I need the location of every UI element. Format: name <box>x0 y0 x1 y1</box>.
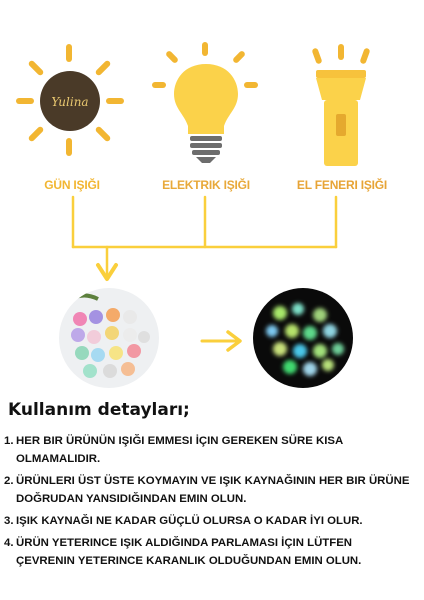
product-glow-dark-image <box>253 288 353 388</box>
step-text: IŞIK KAYNAĞI NE KADAR GÜÇLÜ OLURSA O KAD… <box>16 515 363 527</box>
step-number: 3. <box>4 515 14 527</box>
flashlight-icon <box>312 44 370 166</box>
usage-step: 1. HER BIR ÜRÜNÜN IŞIĞI EMMESI İÇIN GERE… <box>4 432 420 468</box>
label-gun-isigi: GÜN IŞIĞI <box>44 178 100 192</box>
arrow-right-icon <box>200 330 242 352</box>
step-number: 1. <box>4 435 14 447</box>
usage-step: 3. IŞIK KAYNAĞI NE KADAR GÜÇLÜ OLURSA O … <box>4 512 420 530</box>
step-text: DOĞRUDAN YANSIDIĞINDAN EMIN OLUN. <box>16 493 247 505</box>
step-text: OLMAMALIDIR. <box>16 453 101 465</box>
light-bulb-icon <box>152 42 258 163</box>
brand-logo: Yulina <box>51 95 88 109</box>
label-el-feneri-isigi: EL FENERI IŞIĞI <box>296 178 388 192</box>
step-text: HER BIR ÜRÜNÜN IŞIĞI EMMESI İÇIN GEREKEN… <box>16 435 344 447</box>
usage-step: 2. ÜRÜNLERI ÜST ÜSTE KOYMAYIN VE IŞIK KA… <box>4 472 420 508</box>
connector-lines <box>71 195 338 281</box>
step-text: ÜRÜN YETERINCE IŞIK ALDIĞINDA PARLAMASI … <box>16 537 353 549</box>
step-text: ÜRÜNLERI ÜST ÜSTE KOYMAYIN VE IŞIK KAYNA… <box>16 475 410 487</box>
usage-title: Kullanım detayları; <box>8 400 190 420</box>
label-elektrik-isigi: ELEKTRIK IŞIĞI <box>162 178 250 192</box>
sun-icon: Yulina <box>16 44 124 156</box>
usage-step: 4. ÜRÜN YETERINCE IŞIK ALDIĞINDA PARLAMA… <box>4 534 420 570</box>
step-number: 4. <box>4 537 14 549</box>
step-text: ÇEVRENIN YETERINCE KARANLIK OLDUĞUNDAN E… <box>16 555 362 567</box>
product-daylight-image <box>59 288 159 388</box>
step-number: 2. <box>4 475 14 487</box>
usage-steps: 1. HER BIR ÜRÜNÜN IŞIĞI EMMESI İÇIN GERE… <box>4 432 420 574</box>
